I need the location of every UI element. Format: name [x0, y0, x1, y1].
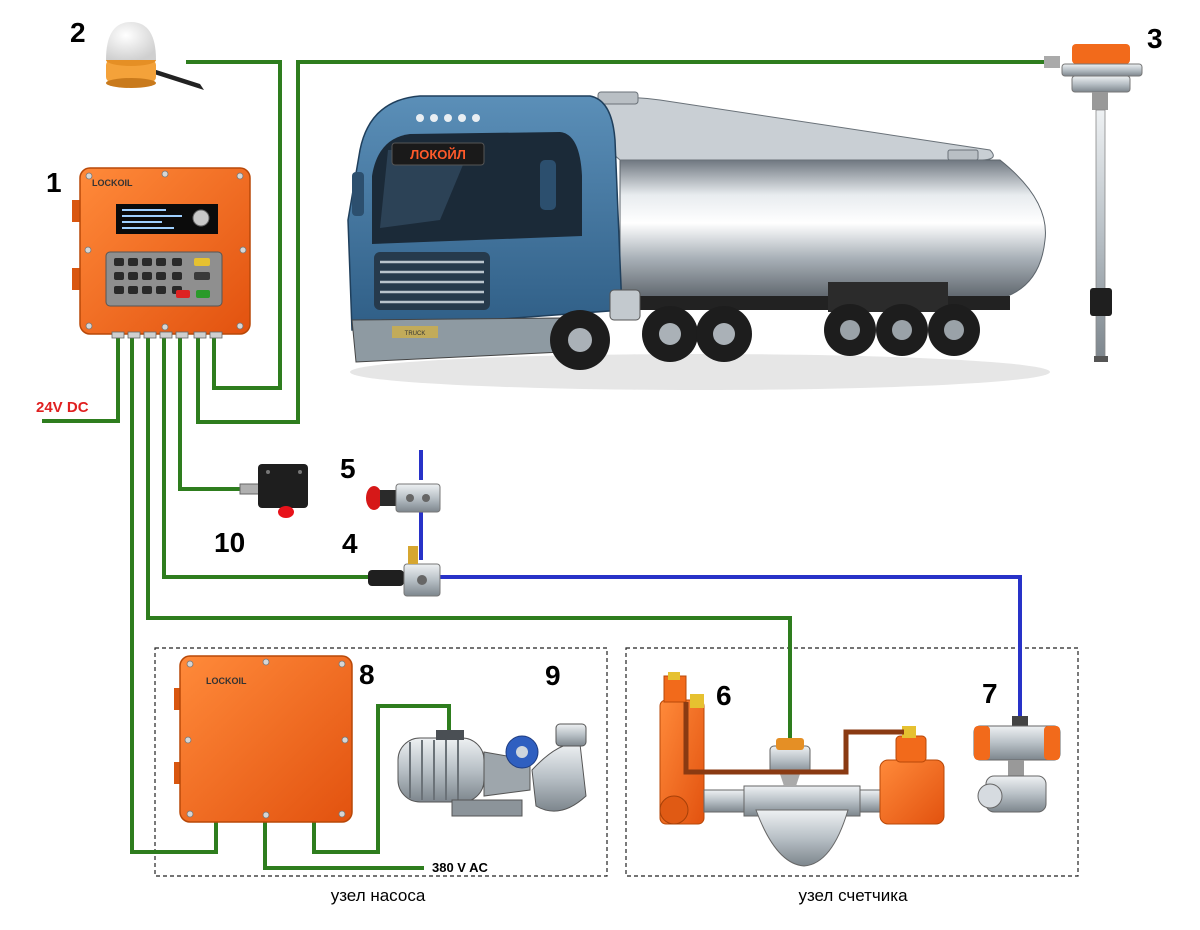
cable-starter-to-motor: [312, 704, 451, 854]
actuated-valve-7: [973, 716, 1061, 813]
label-2: 2: [70, 17, 86, 48]
emergency-button: [278, 506, 294, 518]
meter-zone-label: узел счетчика: [798, 886, 908, 905]
cable-to-sensor-2: [186, 60, 282, 390]
controller-1: LOCKOIL: [72, 167, 251, 339]
cable-380v-feed: [263, 822, 424, 870]
cable-to-valve-4: [162, 334, 370, 579]
pump-zone-frame: [154, 647, 608, 877]
keypad: [114, 258, 210, 298]
meter-impulse-pipe: [683, 702, 904, 775]
pneumatic-lines: [419, 450, 1022, 720]
pump-motor-9: [397, 723, 587, 817]
label-5: 5: [340, 453, 356, 484]
cable-to-flowmeter-6: [146, 334, 792, 738]
cable-to-starter-8: [130, 334, 218, 854]
label-6: 6: [716, 680, 732, 711]
pump-zone-label: узел насоса: [331, 886, 426, 905]
label-4: 4: [342, 528, 358, 559]
power-ac-label: 380 V AC: [432, 860, 488, 875]
label-7: 7: [982, 678, 998, 709]
label-1: 1: [46, 167, 62, 198]
cable-to-level-sensor-3: [196, 60, 1044, 424]
label-8: 8: [359, 659, 375, 690]
display-knob: [192, 209, 210, 227]
cable-to-button-10: [178, 334, 244, 491]
brand-logo-8: LOCKOIL: [206, 676, 247, 686]
truck-plate: ЛОКОЙЛ: [410, 147, 466, 162]
display-lines: [122, 209, 182, 229]
button-box-10: [239, 464, 308, 518]
label-10: 10: [214, 527, 245, 558]
meter-zone-frame: [625, 647, 1079, 877]
label-9: 9: [545, 660, 561, 691]
solenoid-valve-4: [368, 546, 441, 597]
brand-logo-1: LOCKOIL: [92, 178, 133, 188]
flowmeter-6: [659, 672, 945, 867]
power-dc-label: 24V DC: [36, 399, 89, 416]
pump-starter-8: LOCKOIL: [174, 655, 353, 823]
truck-badge: TRUCK: [405, 331, 426, 337]
sensor-2: [106, 22, 204, 90]
cable-glands: [111, 331, 223, 339]
signal-cables: [42, 60, 1044, 870]
enclosure-screws: [84, 170, 247, 331]
fuel-truck: ЛОКОЙЛ TRUCK: [347, 91, 1050, 390]
air-line-to-actuator-7: [440, 575, 1022, 720]
label-3: 3: [1147, 23, 1163, 54]
manual-valve-5: [366, 483, 441, 513]
level-sensor-3: [1044, 44, 1143, 362]
power-cable: [42, 334, 120, 423]
